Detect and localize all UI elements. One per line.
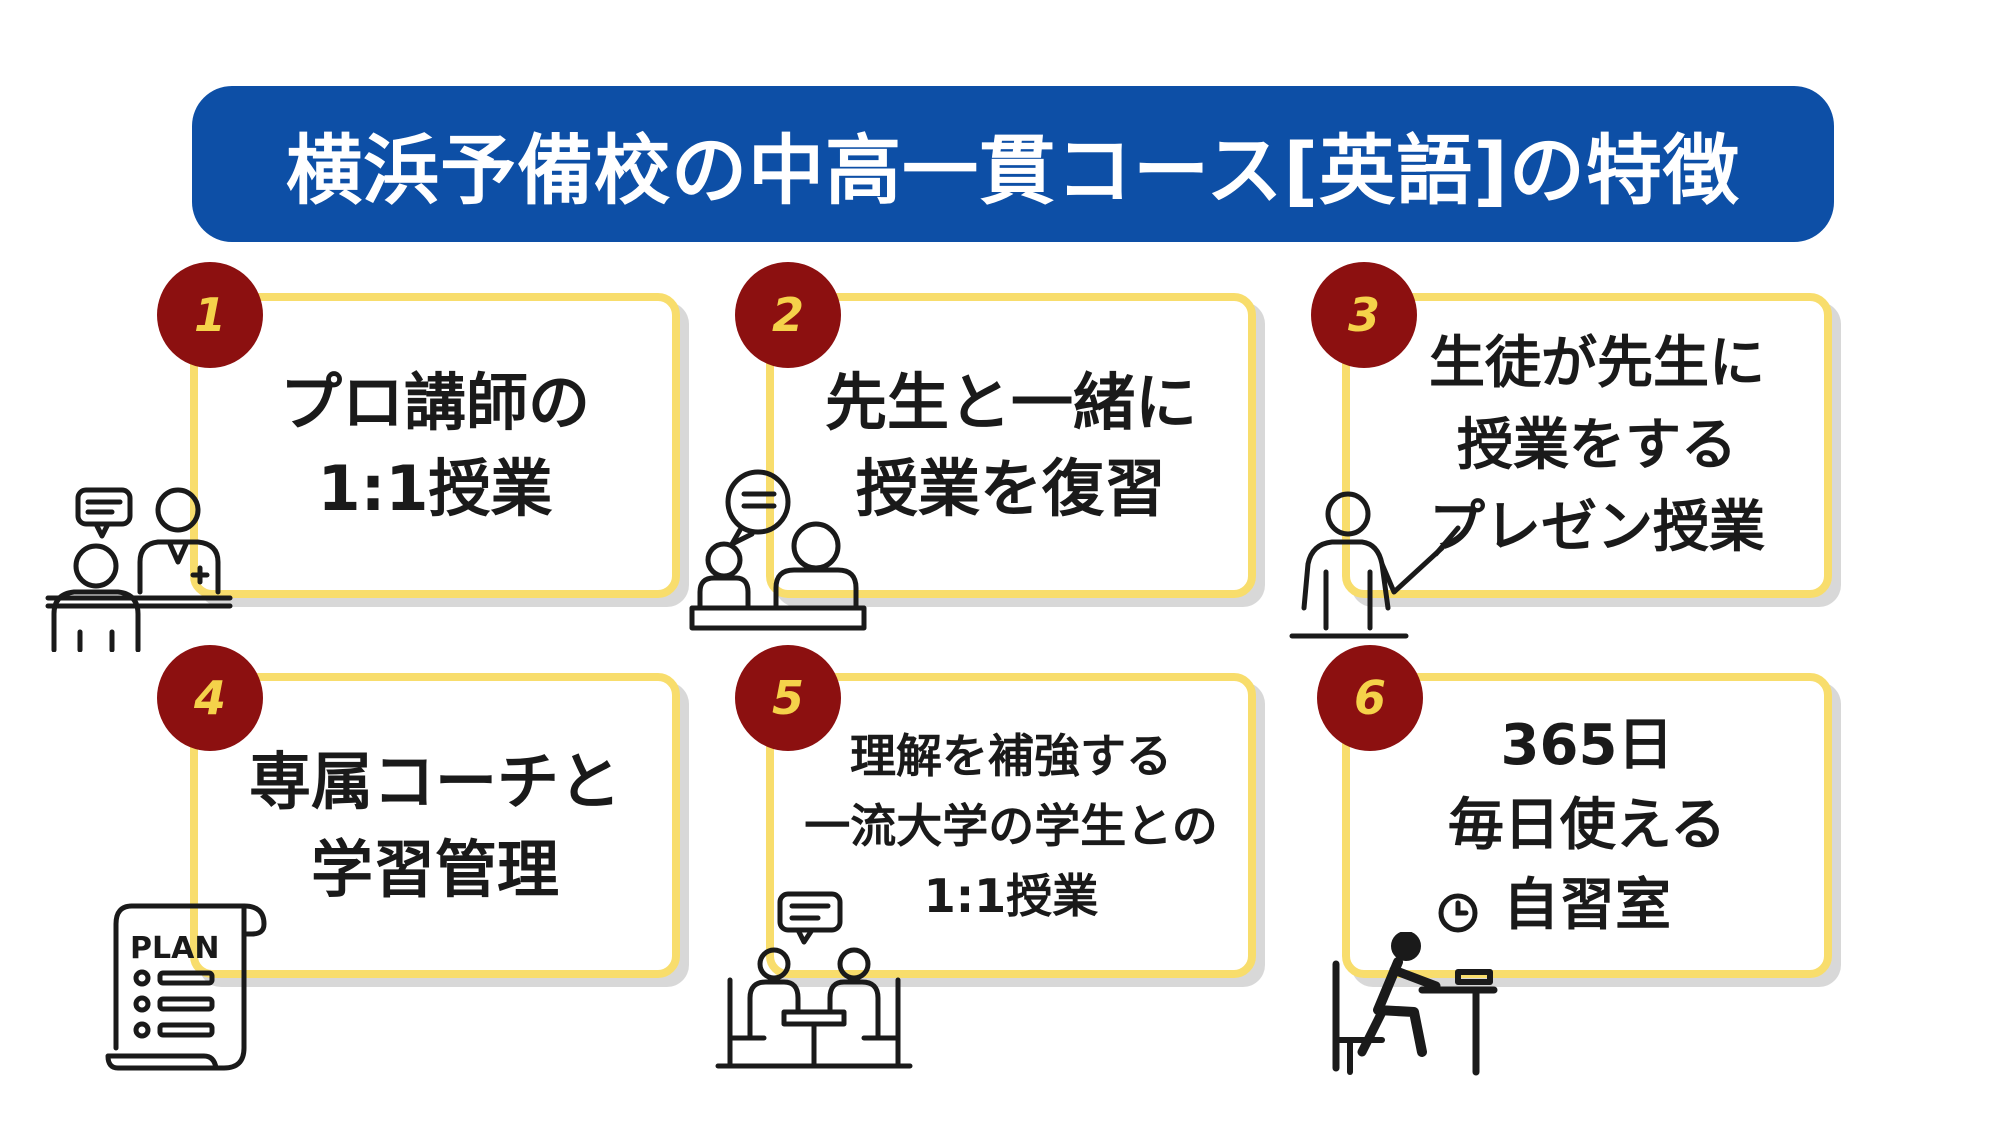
feature-4-line-2: 学習管理 <box>310 832 559 906</box>
feature-card-4: 専属コーチと 学習管理 <box>190 673 680 978</box>
feature-5-line-2: 一流大学の学生との <box>804 798 1218 853</box>
feature-5-line-3: 1:1授業 <box>923 868 1099 923</box>
title-banner: 横浜予備校の中高一貫コース[英語]の特徴 <box>192 86 1834 242</box>
feature-1-line-2: 1:1授業 <box>317 451 553 525</box>
feature-4-line-1: 専属コーチと <box>248 744 621 818</box>
review-icon <box>688 468 868 638</box>
feature-badge-3: 3 <box>1311 262 1417 368</box>
page-title: 横浜予備校の中高一貫コース[英語]の特徴 <box>286 126 1740 215</box>
feature-badge-2: 2 <box>735 262 841 368</box>
study-room-icon <box>1326 932 1506 1082</box>
feature-2-line-2: 授業を復習 <box>855 451 1166 525</box>
feature-card-3: 生徒が先生に 授業をする プレゼン授業 <box>1342 293 1832 598</box>
feature-6-line-1: 365日 <box>1500 712 1674 778</box>
feature-badge-1: 1 <box>157 262 263 368</box>
feature-card-5: 理解を補強する 一流大学の学生との 1:1授業 <box>766 673 1256 978</box>
presenter-icon <box>1286 488 1466 648</box>
feature-card-6: 365日 毎日使える 自習室 <box>1342 673 1832 978</box>
feature-1-line-1: プロ講師の <box>279 365 590 439</box>
meeting-icon <box>714 888 914 1073</box>
feature-card-2: 先生と一緒に 授業を復習 <box>766 293 1256 598</box>
feature-2-line-1: 先生と一緒に <box>824 365 1197 439</box>
feature-3-line-3: プレゼン授業 <box>1429 494 1765 560</box>
feature-3-line-2: 授業をする <box>1457 412 1737 478</box>
clock-icon <box>1436 891 1480 935</box>
feature-3-line-1: 生徒が先生に <box>1429 330 1765 396</box>
feature-card-1: プロ講師の 1:1授業 <box>190 293 680 598</box>
feature-6-line-3: 自習室 <box>1503 872 1671 938</box>
tutor-icon <box>40 482 240 652</box>
plan-icon-label: PLAN <box>130 931 219 966</box>
feature-5-line-1: 理解を補強する <box>850 728 1172 783</box>
feature-badge-4: 4 <box>157 645 263 751</box>
feature-badge-5: 5 <box>735 645 841 751</box>
plan-icon: PLAN <box>104 898 274 1073</box>
feature-badge-6: 6 <box>1317 645 1423 751</box>
feature-6-line-2: 毎日使える <box>1447 792 1727 858</box>
